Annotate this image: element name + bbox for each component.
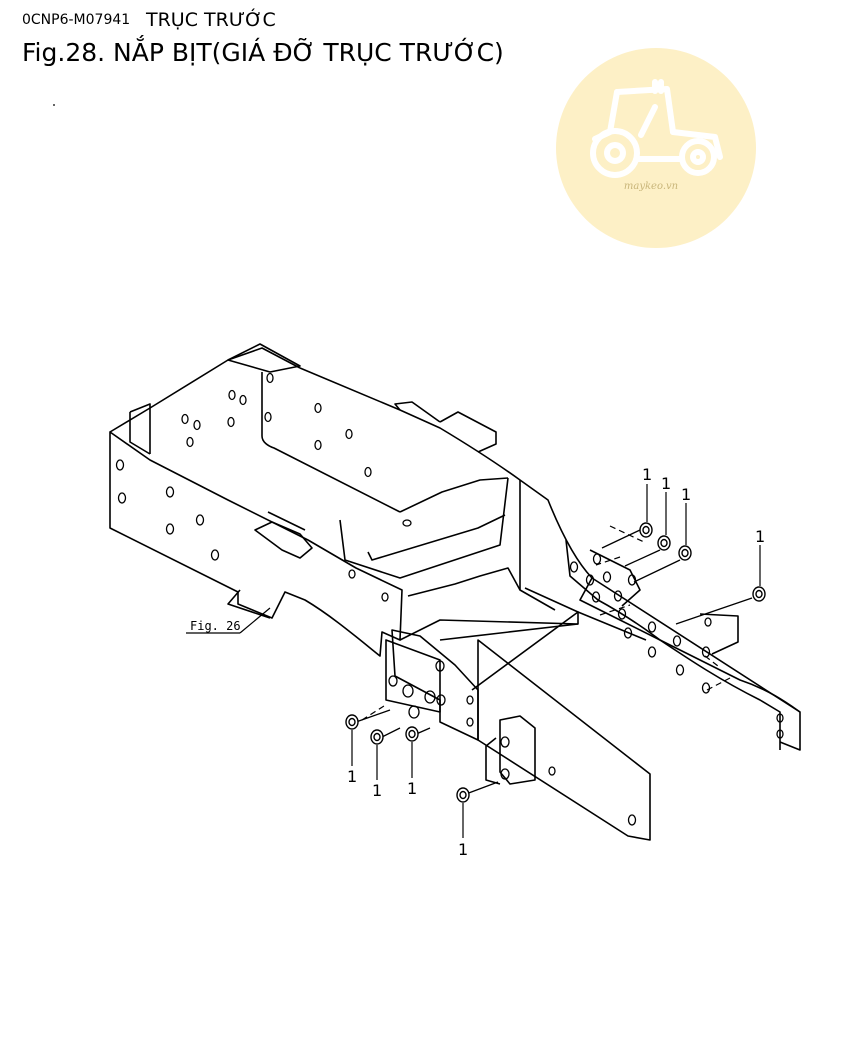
figure-reference-label: Fig. 26 [190, 619, 241, 633]
stray-dot [53, 104, 55, 106]
left-side-plate [109, 431, 403, 657]
tractor-icon [590, 79, 723, 178]
part-label: 1 [458, 840, 468, 859]
part-label: 1 [755, 527, 765, 546]
part-label: 1 [681, 485, 691, 504]
part-label: 1 [661, 474, 671, 493]
figure-title: Fig.28. NẮP BỊT(GIÁ ĐỠ TRỤC TRƯỚC) [22, 38, 504, 67]
document-code: 0CNP6-M07941 [22, 12, 131, 28]
plug-bolts [345, 522, 766, 803]
plug-icon [370, 729, 384, 745]
top-bracket [227, 343, 301, 373]
front-bracket [391, 629, 479, 741]
plug-icon [456, 787, 470, 803]
part-label: 1 [642, 465, 652, 484]
plug-icon [657, 535, 671, 551]
top-plate-bracket [439, 411, 497, 453]
part-label: 1 [347, 767, 357, 786]
part-label: 1 [372, 781, 382, 800]
watermark-text: maykeo.vn [624, 181, 678, 192]
right-side-plate [565, 539, 801, 713]
part-label: 1 [407, 779, 417, 798]
plug-icon [405, 726, 419, 742]
plug-icon [752, 586, 766, 602]
plug-icon [639, 522, 653, 538]
plug-icon [345, 714, 359, 730]
watermark-logo: maykeo.vn [556, 48, 756, 248]
right-rail [477, 639, 651, 841]
plug-icon [678, 545, 692, 561]
section-title: TRỤC TRƯỚC [146, 9, 276, 31]
front-cross-plate [339, 477, 509, 579]
